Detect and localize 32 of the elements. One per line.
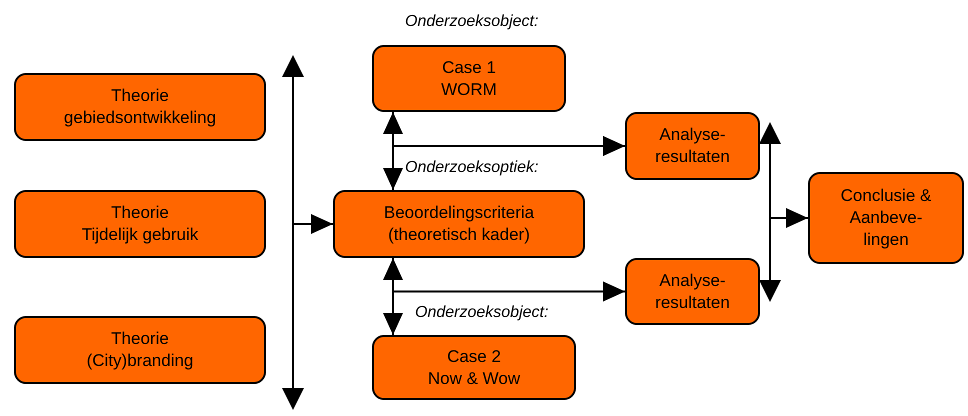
process-box [808, 172, 964, 264]
section-caption: Onderzoeksobject: [415, 303, 548, 323]
box-label: Beoordelingscriteria (theoretisch kader) [382, 202, 536, 246]
double-arrow-bar [759, 122, 781, 302]
box-label: gebiedsontwikkeling [64, 107, 216, 129]
box-label: Case 1 [442, 56, 496, 78]
process-box [333, 190, 585, 258]
section-caption: Onderzoeksobject: [405, 12, 538, 32]
box-label: Analyse-resultaten [654, 124, 731, 168]
section-caption: Onderzoeksoptiek: [405, 158, 538, 178]
arrow [293, 214, 333, 234]
box-label: Tijdelijk gebruik [82, 224, 198, 246]
box-label: Theorie [111, 202, 169, 224]
box-label: Analyse-resultaten [654, 270, 731, 314]
process-box [625, 112, 760, 180]
box-label: Theorie [111, 85, 169, 107]
process-box [14, 73, 266, 141]
process-box [14, 316, 266, 384]
box-label: WORM [441, 78, 497, 100]
box-label: Conclusie & Aanbeve-lingen [840, 185, 932, 251]
box-label: Now & Wow [428, 368, 520, 390]
box-label: (City)branding [86, 350, 194, 372]
arrow [383, 112, 403, 190]
double-arrow-bar [282, 55, 304, 410]
arrow [383, 258, 403, 335]
process-box [625, 258, 760, 325]
process-box [14, 190, 266, 258]
arrow [770, 208, 808, 228]
process-box [372, 45, 566, 112]
process-box [372, 335, 576, 400]
box-label: Case 2 [447, 346, 501, 368]
box-label: Theorie [111, 328, 169, 350]
